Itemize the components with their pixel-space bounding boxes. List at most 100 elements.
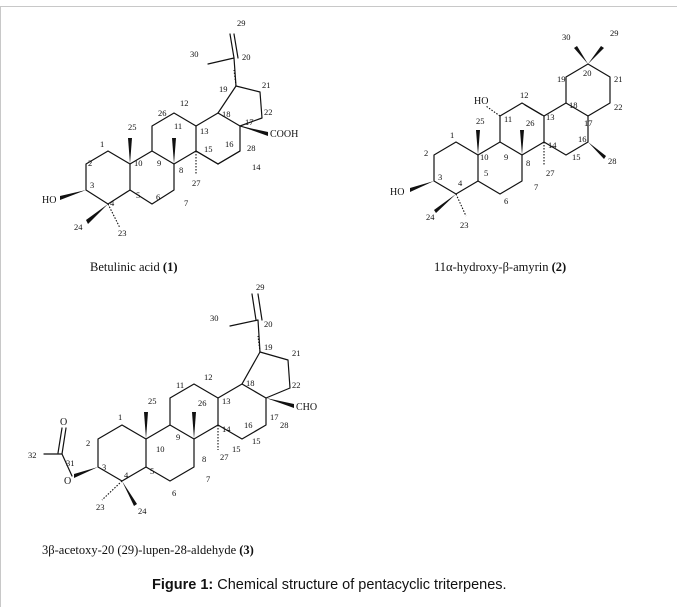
svg-text:27: 27 — [220, 452, 229, 462]
svg-text:23: 23 — [460, 220, 469, 230]
structure-hydroxy-beta-amyrin — [410, 46, 611, 217]
svg-text:2: 2 — [88, 158, 92, 168]
svg-text:7: 7 — [206, 474, 210, 484]
svg-text:19: 19 — [557, 74, 566, 84]
svg-text:18: 18 — [246, 378, 255, 388]
svg-text:9: 9 — [504, 152, 508, 162]
svg-text:6: 6 — [156, 192, 160, 202]
svg-text:15: 15 — [252, 436, 261, 446]
svg-text:16: 16 — [225, 139, 234, 149]
svg-text:2: 2 — [86, 438, 90, 448]
svg-text:8: 8 — [526, 158, 530, 168]
svg-text:23: 23 — [118, 228, 127, 238]
svg-text:29: 29 — [256, 282, 265, 292]
svg-text:25: 25 — [476, 116, 485, 126]
svg-text:30: 30 — [210, 313, 219, 323]
svg-text:13: 13 — [222, 396, 231, 406]
svg-text:17: 17 — [270, 412, 279, 422]
svg-text:7: 7 — [534, 182, 538, 192]
svg-text:5: 5 — [150, 466, 154, 476]
svg-text:26: 26 — [526, 118, 535, 128]
carbonyl-oxygen: O — [60, 417, 67, 428]
hydroxy-beta-amyrin-labels: 30 29 20 19 21 22 18 17 16 28 15 HO 12 1… — [390, 28, 623, 230]
svg-text:14: 14 — [548, 140, 557, 150]
svg-text:11: 11 — [176, 380, 184, 390]
svg-text:20: 20 — [242, 52, 251, 62]
svg-text:14: 14 — [222, 424, 231, 434]
svg-text:8: 8 — [202, 454, 206, 464]
svg-text:28: 28 — [247, 143, 256, 153]
acetoxy-lupen-aldehyde-labels: 29 20 30 19 21 22 18 CHO 17 28 16 15 12 … — [28, 282, 317, 516]
svg-text:10: 10 — [480, 152, 489, 162]
svg-text:10: 10 — [134, 158, 143, 168]
svg-text:1: 1 — [100, 139, 104, 149]
svg-text:8: 8 — [179, 165, 183, 175]
svg-text:13: 13 — [200, 126, 209, 136]
svg-text:9: 9 — [157, 158, 161, 168]
svg-text:7: 7 — [184, 198, 188, 208]
svg-text:10: 10 — [156, 444, 165, 454]
svg-text:5: 5 — [484, 168, 488, 178]
svg-text:17: 17 — [245, 117, 254, 127]
svg-text:25: 25 — [128, 122, 137, 132]
structure-betulinic-acid — [60, 33, 269, 229]
svg-text:11: 11 — [504, 114, 512, 124]
svg-text:31: 31 — [66, 458, 75, 468]
svg-text:15: 15 — [572, 152, 581, 162]
svg-text:6: 6 — [172, 488, 176, 498]
hydroxyl-group-11: HO — [474, 96, 488, 107]
svg-text:12: 12 — [204, 372, 213, 382]
compound-name-1: Betulinic acid (1) — [90, 260, 177, 274]
betulinic-acid-labels: 29 20 30 19 21 22 18 17 COOH 28 16 15 12… — [42, 18, 298, 238]
svg-text:21: 21 — [614, 74, 623, 84]
svg-text:32: 32 — [28, 450, 37, 460]
svg-text:29: 29 — [610, 28, 619, 38]
svg-text:24: 24 — [138, 506, 147, 516]
svg-text:24: 24 — [426, 212, 435, 222]
svg-text:28: 28 — [608, 156, 617, 166]
svg-text:17: 17 — [584, 118, 593, 128]
svg-text:12: 12 — [180, 98, 189, 108]
svg-text:21: 21 — [292, 348, 301, 358]
svg-text:11: 11 — [174, 121, 182, 131]
svg-text:19: 19 — [219, 84, 228, 94]
svg-text:29: 29 — [237, 18, 246, 28]
svg-text:1: 1 — [450, 130, 454, 140]
svg-text:22: 22 — [292, 380, 301, 390]
svg-text:22: 22 — [614, 102, 623, 112]
compound-name-3: 3β-acetoxy-20 (29)-lupen-28-aldehyde (3) — [42, 543, 254, 557]
cooh-group: COOH — [270, 129, 298, 140]
svg-text:30: 30 — [190, 49, 199, 59]
svg-text:1: 1 — [118, 412, 122, 422]
hydroxyl-group: HO — [42, 195, 56, 206]
svg-text:4: 4 — [110, 198, 115, 208]
svg-text:18: 18 — [222, 109, 231, 119]
svg-text:27: 27 — [192, 178, 201, 188]
svg-text:24: 24 — [74, 222, 83, 232]
svg-text:9: 9 — [176, 432, 180, 442]
svg-text:5: 5 — [136, 190, 140, 200]
svg-text:15: 15 — [232, 444, 241, 454]
svg-text:25: 25 — [148, 396, 157, 406]
svg-text:4: 4 — [124, 470, 129, 480]
svg-text:15: 15 — [204, 144, 213, 154]
svg-text:4: 4 — [458, 178, 463, 188]
svg-text:26: 26 — [158, 108, 167, 118]
svg-text:16: 16 — [244, 420, 253, 430]
svg-text:3: 3 — [438, 172, 442, 182]
figure-caption: Figure 1: Chemical structure of pentacyc… — [152, 577, 507, 593]
svg-text:23: 23 — [96, 502, 105, 512]
svg-text:20: 20 — [264, 319, 273, 329]
structure-acetoxy-lupen-aldehyde — [43, 293, 294, 506]
svg-text:22: 22 — [264, 107, 273, 117]
svg-text:6: 6 — [504, 196, 508, 206]
svg-text:12: 12 — [520, 90, 529, 100]
svg-text:18: 18 — [569, 100, 578, 110]
svg-text:21: 21 — [262, 80, 271, 90]
svg-text:16: 16 — [578, 134, 587, 144]
compound-name-2: 11α-hydroxy-β-amyrin (2) — [434, 260, 566, 274]
svg-text:30: 30 — [562, 32, 571, 42]
hydroxyl-group-3: HO — [390, 187, 404, 198]
